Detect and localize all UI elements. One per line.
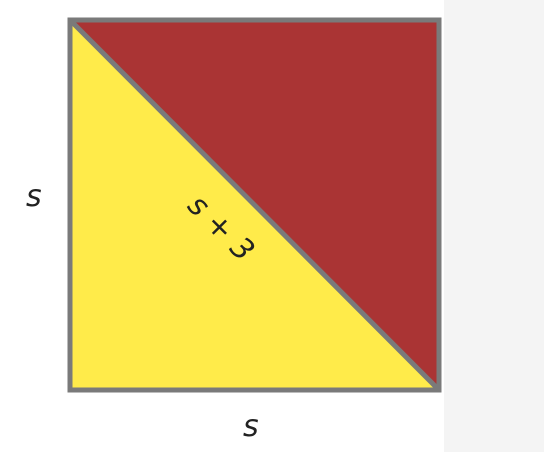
background-band bbox=[444, 0, 544, 452]
square-outline bbox=[67, 17, 442, 393]
left-side-label: s bbox=[26, 179, 42, 214]
bottom-side-label: s bbox=[243, 409, 259, 444]
diagonal-line bbox=[68, 18, 441, 392]
